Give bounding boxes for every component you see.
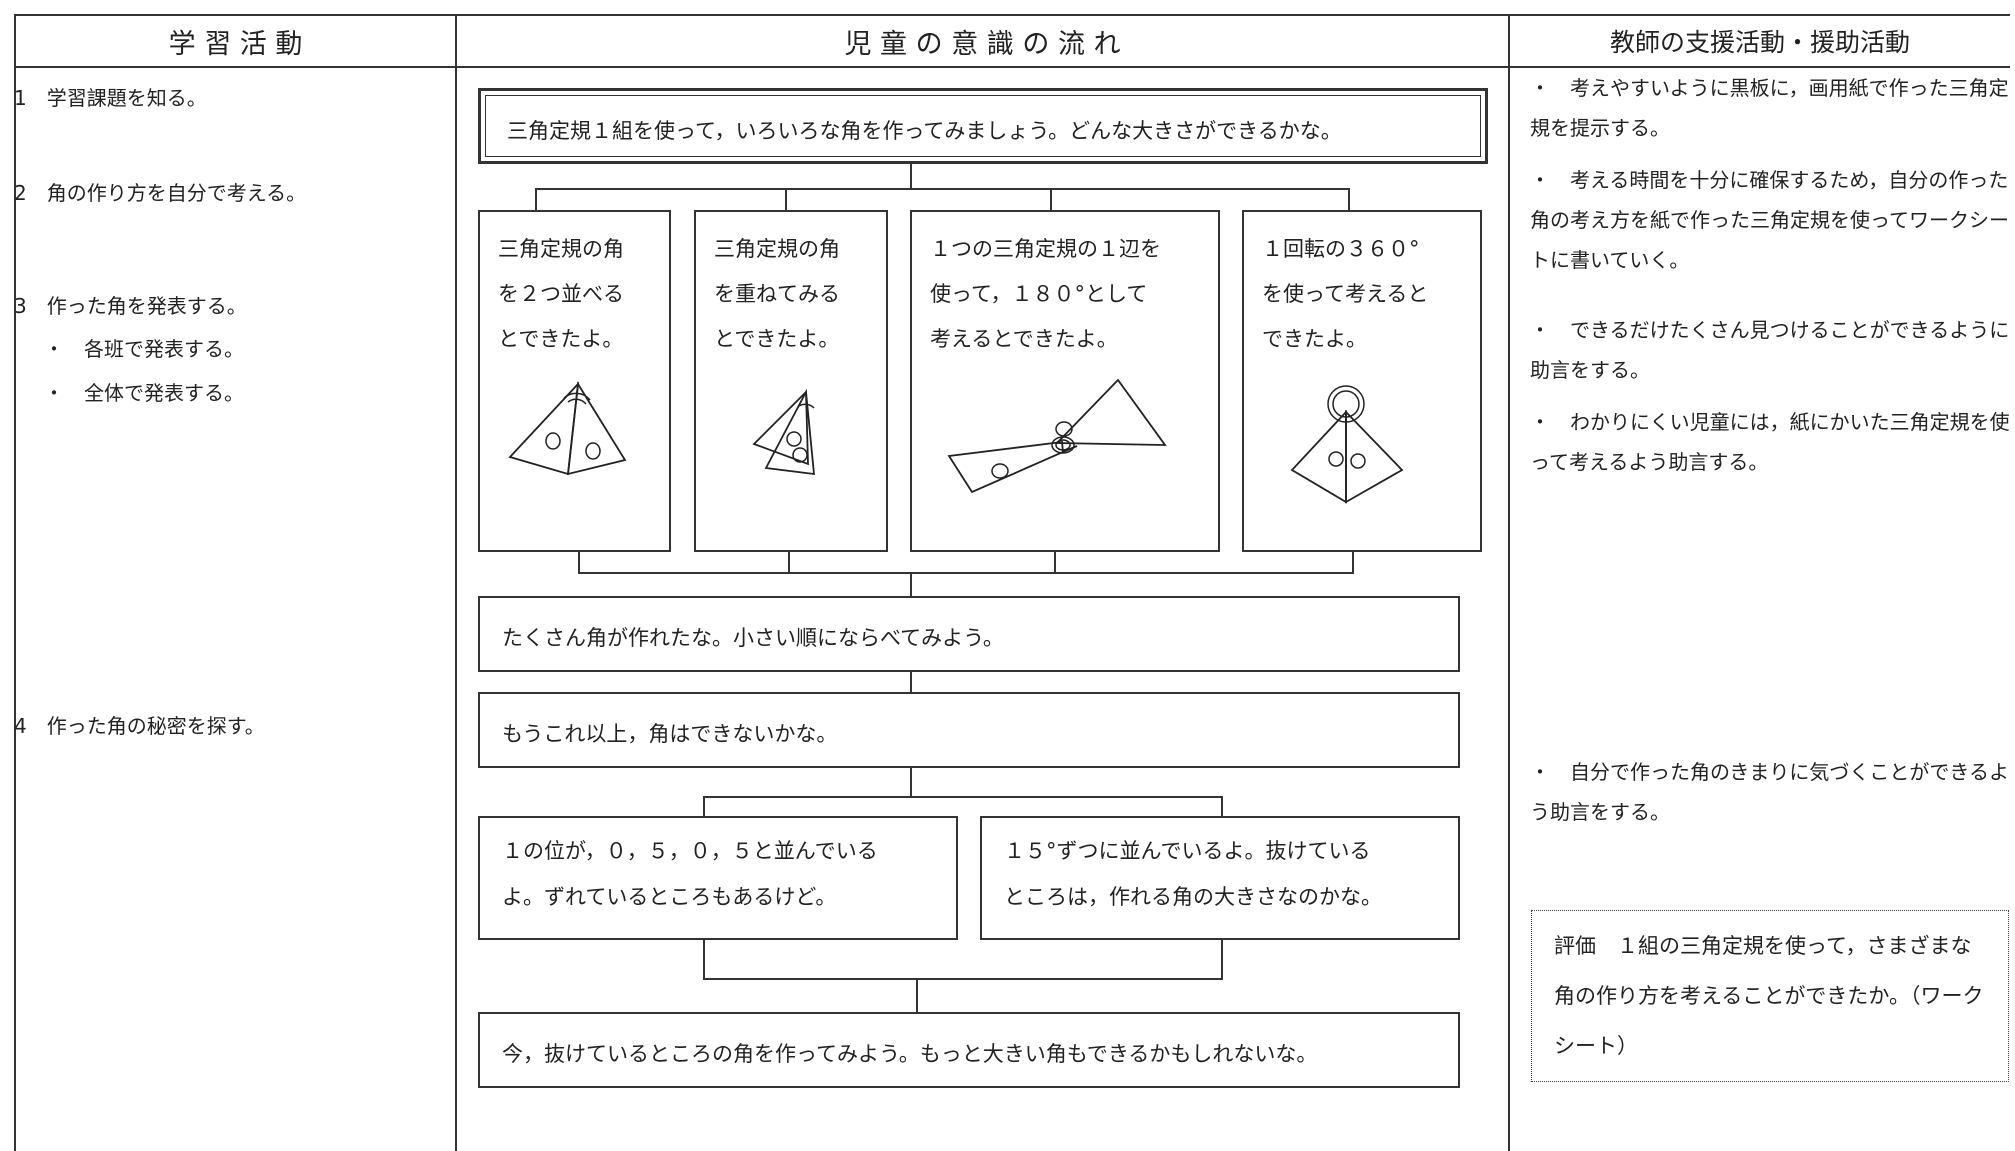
support-item-5: ・ 自分で作った角のきまりに気づくことができるよう助言をする。 [1530,760,2009,824]
full-turn-triangles-figure [1290,385,1404,504]
idea-card-text: 三角定規の角 を重ねてみる とできたよ。 [714,237,840,351]
task-text: 三角定規１組を使って，いろいろな角を作ってみましょう。どんな大きさができるかな。 [507,119,1342,143]
table-left-border [14,14,16,1151]
connector [1352,552,1354,572]
many-angles-box: たくさん角が作れたな。小さい順にならべてみよう。 [478,596,1460,672]
connector [703,978,1223,980]
support-item-4: ・ わかりにくい児童には，紙にかいた三角定規を使って考えるよう助言する。 [1530,410,2010,474]
final-goal-box: 今，抜けているところの角を作ってみよう。もっと大きい角もできるかもしれないな。 [478,1012,1460,1088]
support-item-1: ・ 考えやすいように黒板に，画用紙で作った三角定規を提示する。 [1530,76,2009,140]
learning-step-3: 3 作った角を発表する。 [14,294,247,318]
two-triangles-overlapped-figure [752,388,816,476]
finding-15-degree-box: １５°ずつに並んでいるよ。抜けている ところは，作れる角の大きさなのかな。 [980,816,1460,940]
learning-step-1: 1 学習課題を知る。 [14,86,207,110]
table-top-border [14,14,2010,16]
connector [1348,188,1350,210]
learning-step-2: 2 角の作り方を自分で考える。 [14,181,307,205]
finding-ones-digit-box: １の位が，０，５，０，５と並んでいる よ。ずれているところもあるけど。 [478,816,958,940]
connector [785,188,787,210]
many-angles-text: たくさん角が作れたな。小さい順にならべてみよう。 [502,626,1004,650]
task-box: 三角定規１組を使って，いろいろな角を作ってみましょう。どんな大きさができるかな。 [478,88,1488,164]
column-divider-2 [1508,14,1510,1151]
connector [910,164,912,188]
connector [910,768,912,796]
idea-card-text: １回転の３６０° を使って考えると できたよ。 [1262,237,1429,351]
idea-card-side-by-side: 三角定規の角 を２つ並べる とできたよ。 [478,210,671,552]
idea-card-straight-angle: １つの三角定規の１辺を 使って，１８０°として 考えるとできたよ。 [910,210,1220,552]
header-teacher-support: 教師の支援活動・援助活動 [1609,28,1910,57]
idea-card-overlapped: 三角定規の角 を重ねてみる とできたよ。 [694,210,888,552]
idea-card-text: 三角定規の角 を２つ並べる とできたよ。 [498,237,624,351]
header-bottom-border [14,66,2010,68]
connector [916,978,918,1012]
evaluation-box: 評価 １組の三角定規を使って，さまざまな角の作り方を考えることができたか。（ワー… [1531,910,2009,1082]
header-learning-activity: 学 習 活 動 [168,28,303,60]
connector [910,572,912,596]
learning-step-4: 4 作った角の秘密を探す。 [14,714,265,738]
two-triangles-side-by-side-figure [508,381,627,476]
task-box-inner-border [485,95,1481,157]
connector [1054,552,1056,572]
connector [788,552,790,572]
finding-15-degree-text: １５°ずつに並んでいるよ。抜けている ところは，作れる角の大きさなのかな。 [1004,839,1382,909]
learning-step-3a: ・ 各班で発表する。 [44,337,244,361]
connector [703,796,705,816]
header-children-awareness: 児 童 の 意 識 の 流 れ [844,28,1121,60]
support-item-2: ・ 考える時間を十分に確保するため，自分の作った角の考え方を紙で作った三角定規を… [1530,168,2009,272]
learning-step-3b: ・ 全体で発表する。 [44,381,244,405]
straight-angle-triangles-figure [947,378,1167,494]
connector [1221,940,1223,980]
connector [578,552,580,572]
connector [578,572,1354,574]
connector [703,940,705,980]
idea-card-full-turn: １回転の３６０° を使って考えると できたよ。 [1242,210,1482,552]
connector [703,796,1223,798]
connector [1050,188,1052,210]
connector [1221,796,1223,816]
column-divider-1 [455,14,457,1151]
no-more-angles-text: もうこれ以上，角はできないかな。 [502,722,838,746]
connector [535,188,1350,190]
connector [535,188,537,210]
support-item-3: ・ できるだけたくさん見つけることができるように助言をする。 [1530,318,2010,382]
evaluation-text: 評価 １組の三角定規を使って，さまざまな角の作り方を考えることができたか。（ワー… [1554,934,1984,1058]
final-goal-text: 今，抜けているところの角を作ってみよう。もっと大きい角もできるかもしれないな。 [502,1042,1318,1066]
finding-ones-digit-text: １の位が，０，５，０，５と並んでいる よ。ずれているところもあるけど。 [502,839,878,909]
connector [910,672,912,692]
idea-card-text: １つの三角定規の１辺を 使って，１８０°として 考えるとできたよ。 [930,237,1161,351]
no-more-angles-box: もうこれ以上，角はできないかな。 [478,692,1460,768]
